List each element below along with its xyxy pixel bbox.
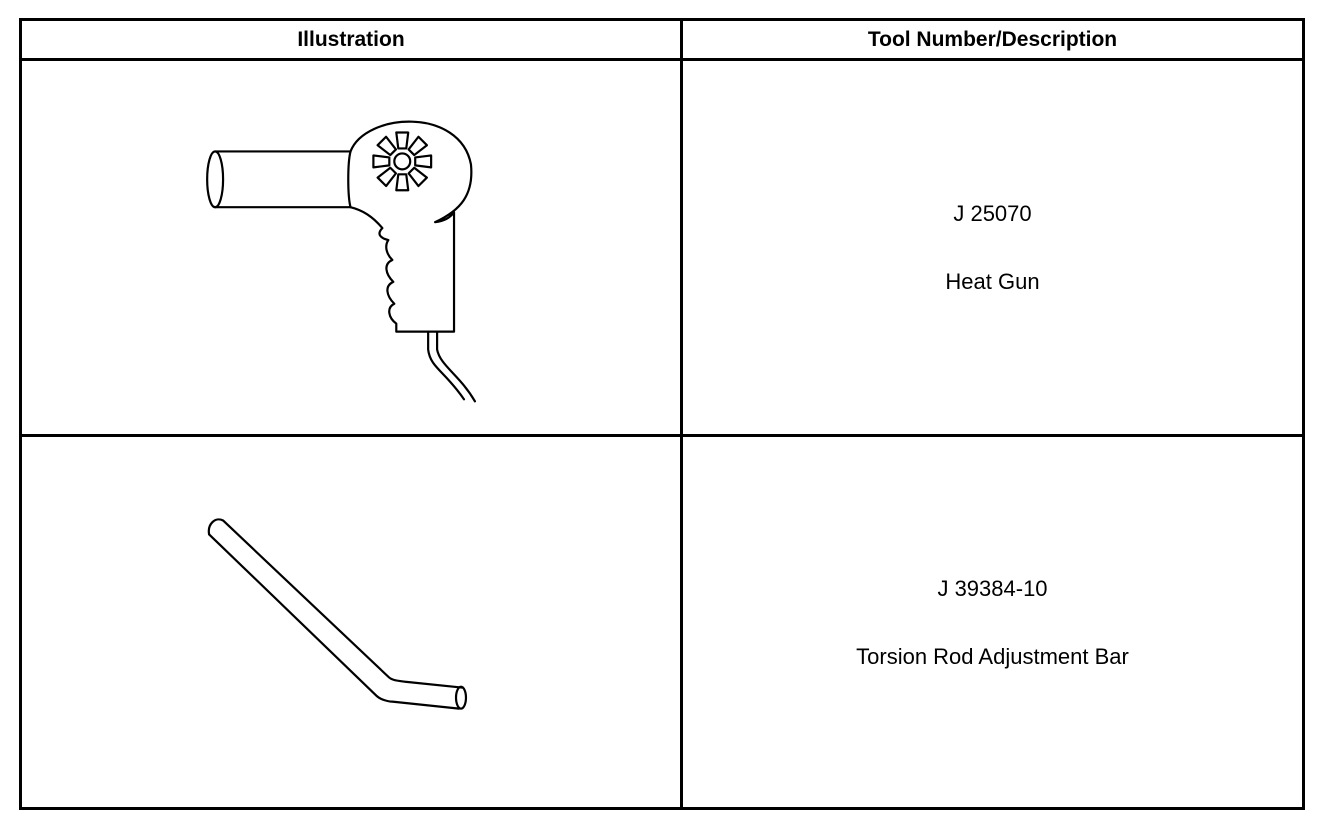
tool-number: J 25070 xyxy=(953,200,1032,226)
header-description: Tool Number/Description xyxy=(683,21,1302,61)
torsion-bar-icon xyxy=(207,518,468,710)
tool-description: Torsion Rod Adjustment Bar xyxy=(856,644,1129,669)
illustration-cell-torsion-bar xyxy=(22,437,683,809)
header-illustration: Illustration xyxy=(22,21,683,61)
tool-table: Illustration Tool Number/Description xyxy=(19,18,1305,810)
illustration-cell-heat-gun xyxy=(22,61,683,437)
description-cell-torsion-bar: J 39384-10 Torsion Rod Adjustment Bar xyxy=(683,437,1302,809)
header-description-label: Tool Number/Description xyxy=(867,27,1118,51)
header-illustration-label: Illustration xyxy=(297,27,405,51)
tool-description: Heat Gun xyxy=(945,268,1040,294)
heat-gun-icon xyxy=(206,120,477,402)
description-cell-heat-gun: J 25070 Heat Gun xyxy=(683,61,1302,437)
tool-number: J 39384-10 xyxy=(937,576,1048,601)
